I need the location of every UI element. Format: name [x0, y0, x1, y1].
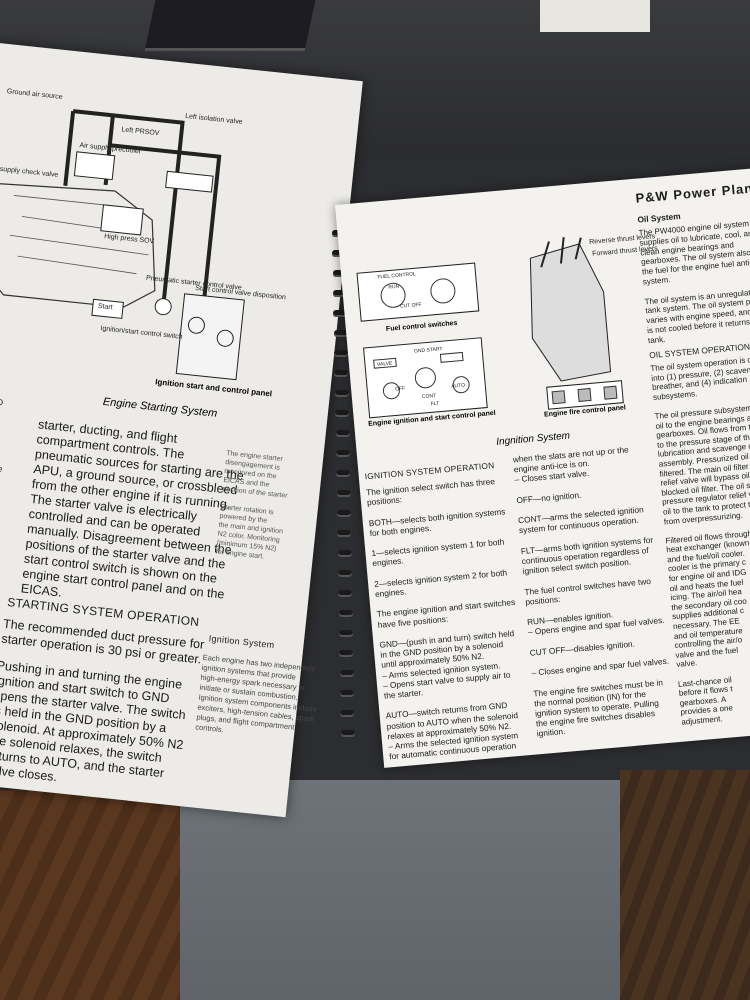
binding-coil — [338, 610, 353, 617]
binding-coil — [336, 470, 351, 477]
engine-starting-diagram — [0, 109, 245, 381]
wood-floor-right — [620, 770, 750, 1000]
spiral-binding — [332, 230, 355, 750]
wood-floor — [0, 790, 180, 1000]
binding-coil — [334, 350, 349, 357]
binding-coil — [336, 510, 351, 517]
white-box — [540, 0, 650, 32]
binding-coil — [334, 370, 349, 377]
binding-coil — [339, 650, 354, 657]
binding-coil — [335, 410, 350, 417]
binding-coil — [340, 690, 355, 697]
gray-table — [152, 780, 648, 1000]
ignition-system-figure — [356, 237, 624, 419]
left-page: Ground air source Air supply precooler 8… — [0, 40, 363, 818]
binding-coil — [340, 710, 355, 717]
binding-coil — [338, 590, 353, 597]
label-flt: FLT — [430, 400, 440, 408]
binding-coil — [334, 390, 349, 397]
oil-system-heading: Oil System — [636, 210, 681, 225]
label-run: RUN — [388, 283, 400, 291]
binding-coil — [333, 290, 348, 297]
binding-coil — [339, 670, 354, 677]
panel-caption: Ignition start and control panel — [154, 377, 273, 399]
dark-book — [144, 0, 316, 51]
label-start: Start — [97, 302, 113, 312]
binding-coil — [336, 490, 351, 497]
binding-coil — [332, 270, 347, 277]
binding-coil — [333, 310, 348, 317]
ignition-system-heading: Ignition System — [208, 633, 275, 651]
binding-coil — [337, 530, 352, 537]
right-page: P&W Power Plant Reverse thrust levers Fo… — [335, 166, 750, 768]
brand-header: P&W Power Plant — [634, 180, 750, 206]
label-off: OFF — [395, 385, 406, 393]
binding-coil — [339, 630, 353, 637]
binding-coil — [333, 330, 348, 337]
binding-coil — [335, 430, 350, 437]
figure-caption-starting: Engine Starting System — [102, 395, 218, 420]
binding-coil — [335, 450, 350, 457]
label-cont: CONT — [421, 392, 437, 401]
text-line: N INTERFACE AND — [0, 389, 4, 408]
label-auto: AUTO — [451, 382, 466, 390]
binding-coil — [337, 570, 352, 577]
binding-coil — [337, 550, 352, 557]
binding-coil — [340, 730, 355, 737]
figure-caption-ignition: Ingnition System — [495, 430, 571, 448]
